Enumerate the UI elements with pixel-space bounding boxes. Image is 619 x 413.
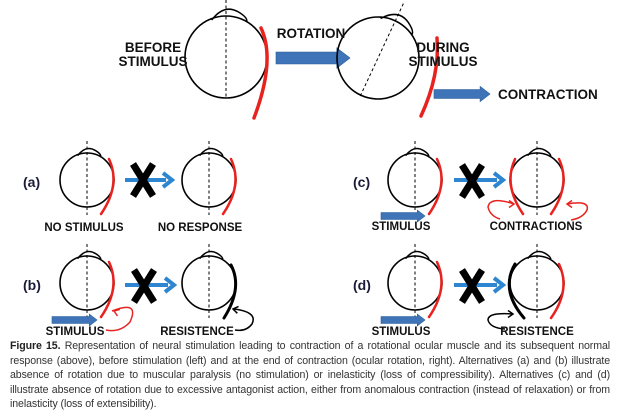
panel-b-label: (b)	[23, 277, 41, 293]
stimulus-arrow-c	[380, 209, 426, 223]
eye-c-left-muscle	[427, 157, 443, 216]
eye-d-right	[509, 244, 565, 318]
curl-b-right-head	[231, 305, 239, 314]
caption-text: Representation of neural stimulation lea…	[10, 340, 611, 411]
curl-b-head	[112, 308, 121, 317]
muscle-during	[419, 36, 440, 118]
panel-a-left-label: NO STIMULUS	[44, 222, 124, 234]
before-label-1: BEFORE	[125, 40, 181, 55]
curl-c-right-head	[565, 199, 573, 209]
curl-b	[105, 306, 134, 332]
eye-b-right	[181, 244, 237, 318]
figure-caption: Figure 15. Representation of neural stim…	[10, 339, 610, 412]
panel-c-label: (c)	[353, 174, 370, 190]
x-d	[459, 268, 485, 304]
during-label-1: DURING	[416, 40, 469, 55]
panel-b-right-label: RESISTENCE	[160, 326, 234, 338]
arrow-c-head	[492, 171, 507, 189]
x-b	[131, 268, 157, 304]
during-label-2: STIMULUS	[409, 54, 478, 69]
rotation-arrow	[275, 47, 351, 69]
caption-title: Figure 15.	[10, 340, 61, 352]
panel-d-left-label: STIMULUS	[372, 326, 431, 338]
curl-b-right	[233, 308, 254, 332]
eye-d-left	[387, 244, 443, 318]
panel-d-right-label: RESISTENCE	[500, 326, 574, 338]
muscle-before	[252, 26, 269, 120]
panel-a-right-label: NO RESPONSE	[158, 222, 243, 234]
curl-c-right	[566, 202, 589, 221]
arrow-b-head	[163, 276, 178, 294]
panel-b-left-label: STIMULUS	[46, 326, 105, 338]
stimulus-arrow-d	[380, 313, 426, 327]
curl-c-left	[487, 199, 515, 220]
eye-a-right-muscle	[221, 157, 237, 216]
eye-a-left-muscle	[99, 157, 115, 216]
cornea	[380, 13, 414, 36]
muscle-d-red	[549, 262, 565, 320]
stimulus-arrow-b	[51, 313, 98, 327]
eye-d-left-muscle	[427, 260, 443, 319]
panel-c-right-label: CONTRACTIONS	[490, 221, 583, 233]
arrow-d-head	[492, 276, 507, 294]
arrow-a-head	[161, 171, 176, 189]
curl-c-left-head	[508, 199, 516, 209]
before-label-2: STIMULUS	[119, 54, 188, 69]
x-a	[130, 162, 156, 198]
panel-d-label: (d)	[353, 277, 371, 293]
rotation-label: ROTATION	[277, 26, 346, 41]
x-c	[459, 163, 485, 199]
curl-d	[487, 312, 514, 330]
muscle-c-left	[509, 157, 525, 216]
figure-diagram: BEFORE STIMULUS ROTATION DURING STIMULUS…	[23, 0, 598, 338]
muscle-c-right	[549, 157, 565, 216]
contraction-arrow	[433, 85, 491, 103]
eye-b-left	[59, 244, 115, 318]
eye-before	[184, 0, 268, 99]
panel-c-left-label: STIMULUS	[372, 221, 431, 233]
visual-axis	[358, 3, 404, 99]
eye-during	[336, 3, 420, 100]
contraction-label: CONTRACTION	[498, 87, 598, 102]
curl-d-head	[507, 309, 515, 319]
stiff-muscle-d	[507, 262, 526, 320]
eye-b-left-muscle	[99, 260, 115, 319]
stiff-muscle-b	[222, 263, 238, 320]
panel-a-label: (a)	[23, 174, 40, 190]
